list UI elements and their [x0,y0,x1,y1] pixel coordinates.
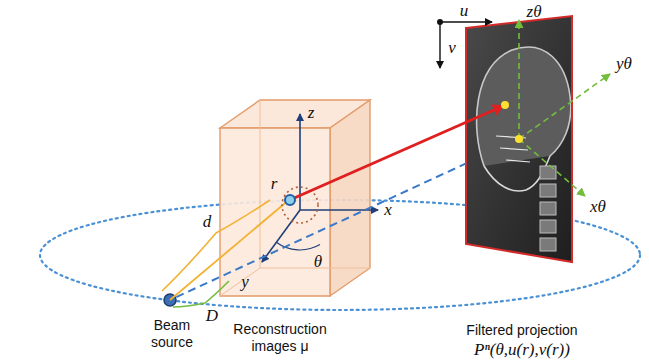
projected-point [501,101,509,109]
axis-label: r [271,175,278,193]
axis-label: d [203,213,212,231]
axis-label: zθ [527,3,542,21]
node-title: Reconstruction images μ [220,321,340,355]
axis-label: z [308,104,315,122]
axis-label: x [384,201,392,219]
origin-dot [437,19,443,25]
axis-label: θ [314,253,322,271]
u-arrow [440,21,492,22]
vertebra [540,202,556,215]
axis-label: v [448,39,456,57]
axis-label: yθ [616,55,632,73]
voxel-region [282,187,318,223]
y-theta-axis [519,74,610,139]
projection-ray [292,106,503,199]
node-formula: Pⁿ(θ,u(r),v(r)) [437,341,607,359]
axis-label: u [460,2,469,20]
vertebra [540,184,556,197]
angle-arc [276,242,320,250]
voxel-point [285,195,295,205]
axis-label: D [205,307,219,325]
teeth-row [496,136,530,162]
skull-outline [477,47,571,166]
detector-center [515,135,523,143]
node-title: Beam source [140,317,204,351]
distance-line [170,199,290,300]
d-brace [162,200,270,291]
axis-label: y [241,273,249,291]
z-theta-axis [518,20,520,139]
cube-hidden-edge [260,100,261,268]
vertebra [540,238,556,251]
projection-image [466,16,572,262]
vertebra [540,220,556,233]
central-ray [176,163,466,297]
node-title: Filtered projection [437,322,607,339]
cube-side-face [330,100,370,296]
axis-label: xθ [590,198,606,216]
v-arrow [439,22,440,68]
x-theta-axis [519,139,585,196]
cube-hidden-edge [220,268,260,296]
detector-frame [466,16,572,262]
